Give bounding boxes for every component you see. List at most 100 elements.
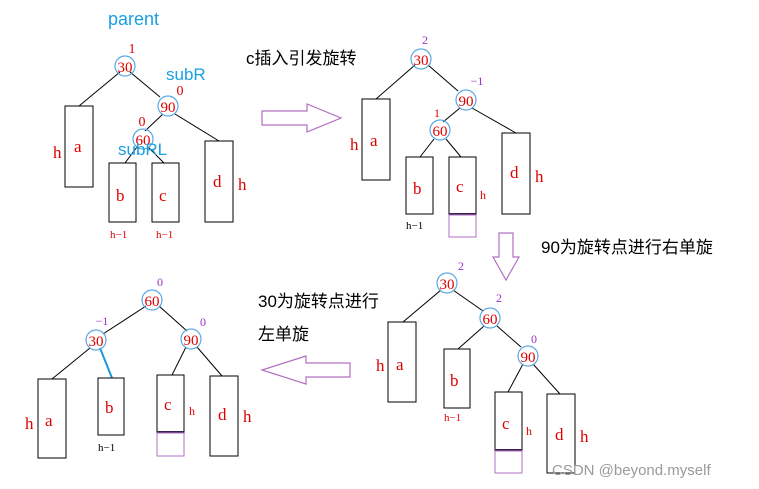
subtree-c: c — [159, 186, 167, 205]
height-h-d: h — [238, 175, 247, 194]
rotated-edge — [99, 347, 113, 379]
label-subRL: subRL — [118, 140, 167, 159]
balance-60: 0 — [139, 115, 146, 130]
arrow-down-icon — [491, 232, 521, 282]
balance-60: 2 — [496, 291, 502, 305]
height-hm1-b: h−1 — [406, 220, 423, 232]
balance-90: 0 — [531, 332, 537, 346]
height-h-d: h — [243, 407, 252, 426]
subtree-box-b — [405, 156, 434, 215]
inserted-node-box — [448, 214, 477, 238]
subtree-a: a — [370, 131, 378, 150]
balance-90: −1 — [471, 74, 484, 88]
subtree-a: a — [74, 137, 82, 156]
height-h-c: h — [526, 424, 532, 438]
node-ring — [455, 89, 477, 111]
height-h-d: h — [580, 427, 589, 446]
subtree-a: a — [396, 355, 404, 374]
balance-30: −1 — [96, 314, 109, 328]
node-ring — [180, 328, 202, 350]
subtree-box-a — [387, 321, 417, 403]
node-ring — [436, 272, 458, 294]
node-60: 60 — [136, 133, 151, 149]
node-ring — [114, 55, 136, 77]
height-h-c: h — [189, 404, 195, 418]
subtree-box-c — [151, 162, 180, 223]
node-90: 90 — [161, 100, 176, 116]
height-hm1-b: h−1 — [110, 229, 127, 241]
subtree-box-a — [37, 378, 67, 459]
height-h-a: h — [376, 356, 385, 375]
balance-30: 2 — [422, 33, 428, 47]
subtree-c: c — [164, 395, 172, 414]
height-h-d: h — [535, 167, 544, 186]
node-90: 90 — [459, 94, 474, 110]
node-30: 30 — [414, 53, 429, 69]
balance-30: 2 — [458, 259, 464, 273]
label-subR: subR — [166, 65, 206, 84]
subtree-b: b — [450, 371, 459, 390]
node-ring — [410, 48, 432, 70]
inserted-node-box — [156, 432, 185, 457]
node-ring — [141, 289, 163, 311]
arrow-right-icon — [261, 103, 343, 133]
node-ring — [85, 329, 107, 351]
arrow-left-icon — [260, 355, 351, 385]
tree-4: 60 30 90 0 −1 0 h a b h−1 c h d h — [25, 275, 252, 459]
subtree-c: c — [502, 414, 510, 433]
subtree-d: d — [218, 405, 227, 424]
height-h-a: h — [350, 135, 359, 154]
subtree-box-d — [209, 375, 239, 457]
balance-30: 1 — [129, 42, 136, 57]
step-3-caption-line-1: 30为旋转点进行 — [258, 292, 379, 311]
subtree-box-a — [361, 98, 391, 181]
subtree-box-b — [443, 348, 471, 409]
subtree-box-d — [546, 393, 576, 474]
subtree-b: b — [105, 398, 114, 417]
height-hm1-b: h−1 — [98, 442, 115, 454]
node-ring — [132, 128, 154, 150]
height-h-a: h — [25, 414, 34, 433]
step-3-caption-line-2: 左单旋 — [258, 325, 309, 344]
balance-60: 1 — [434, 106, 440, 120]
node-60: 60 — [145, 294, 160, 310]
subtree-box-d — [501, 132, 531, 215]
subtree-d: d — [555, 425, 564, 444]
tree-1: 30 90 60 1 0 0 parent subR subRL h a b c… — [53, 9, 247, 241]
tree-3: 30 60 90 2 2 0 h a b h−1 c h d h — [376, 259, 589, 474]
label-parent: parent — [108, 9, 159, 29]
node-ring — [157, 95, 179, 117]
subtree-a: a — [45, 411, 53, 430]
subtree-box-b — [108, 162, 137, 223]
height-hm1-c: h−1 — [156, 229, 173, 241]
subtree-d: d — [213, 172, 222, 191]
step-1-caption: c插入引发旋转 — [246, 49, 357, 68]
node-ring — [479, 307, 501, 329]
subtree-box-a — [64, 105, 94, 188]
balance-60: 0 — [157, 275, 163, 289]
node-30: 30 — [118, 60, 133, 76]
balance-90: 0 — [177, 84, 184, 99]
balance-90: 0 — [200, 315, 206, 329]
node-90: 90 — [184, 333, 199, 349]
node-60: 60 — [433, 124, 448, 140]
node-30: 30 — [440, 277, 455, 293]
subtree-b: b — [116, 186, 125, 205]
inserted-node-box — [494, 450, 523, 474]
node-30: 30 — [89, 334, 104, 350]
subtree-c: c — [456, 177, 464, 196]
height-h-a: h — [53, 143, 62, 162]
watermark: CSDN @beyond.myself — [552, 462, 711, 479]
height-hm1-b: h−1 — [444, 412, 461, 424]
node-90: 90 — [521, 350, 536, 366]
node-ring — [429, 119, 451, 141]
node-ring — [517, 345, 539, 367]
node-60: 60 — [483, 312, 498, 328]
height-h-c: h — [480, 188, 486, 202]
tree-2: 30 90 60 2 −1 1 h a b c h d h h−1 — [350, 33, 544, 238]
subtree-box-b — [97, 377, 125, 436]
step-2-caption: 90为旋转点进行右单旋 — [541, 238, 713, 257]
subtree-b: b — [413, 179, 422, 198]
